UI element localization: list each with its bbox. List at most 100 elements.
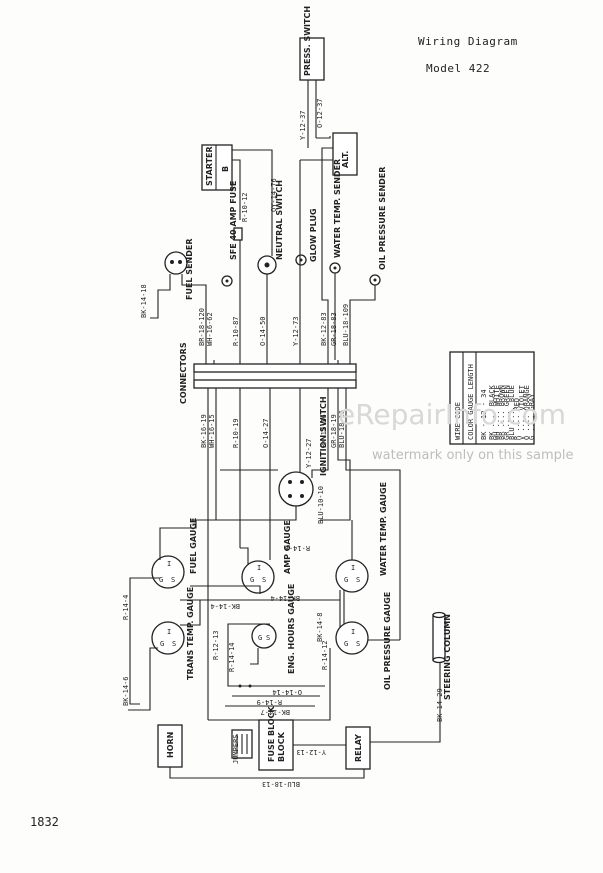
wire-label: BK-14-6 [122, 676, 130, 706]
wire-code-entry: GR .... GREEN [503, 385, 511, 440]
wire-code-subtitle: COLOR GAUGE LENGTH [467, 364, 475, 440]
amp-gauge-label: AMP GAUGE [283, 520, 292, 574]
wire-code-entry: R .... RED [513, 398, 521, 440]
watermark-note: watermark only on this sample [372, 448, 574, 463]
wire-label: BK-14-29 [436, 688, 444, 722]
page-number: 1832 [30, 815, 59, 829]
wire-code-entry: BK .... BLACK [488, 384, 496, 440]
alt-label: ALT. [341, 151, 350, 168]
wire-code-entry: V .... VIOLET [518, 384, 526, 440]
wire-label: Y-12-13 [296, 748, 326, 756]
wire-label: R-14-14 [228, 642, 236, 672]
wire-label-top: R-10-87 [232, 316, 240, 346]
fuel-gauge-label: FUEL GAUGE [189, 518, 198, 574]
eng-hours-gauge-label: ENG. HOURS GAUGE [287, 584, 296, 674]
steering-column-label: STEERING COLUMN [443, 614, 452, 700]
fuel-sender-label: FUEL SENDER [185, 239, 194, 301]
svg-text:S: S [356, 576, 360, 584]
svg-text:S: S [356, 640, 360, 648]
press-switch-label: PRESS. SWITCH [303, 6, 312, 76]
jumpers: JUMPERS [231, 729, 253, 764]
svg-text:BLOCK: BLOCK [277, 731, 286, 762]
wire-code-entry: WH .... WHITE [493, 385, 501, 440]
starter: STARTER B [201, 144, 233, 191]
wire-label: BK-14-4 [270, 594, 300, 602]
svg-text:S: S [172, 640, 176, 648]
wire-label: BK-14-7 [260, 708, 290, 716]
trans-temp-gauge-symbol [151, 621, 185, 655]
svg-text:G: G [344, 576, 348, 584]
wire-label-bottom: BLU-18-16 [338, 410, 346, 448]
starter-label: STARTER [205, 146, 214, 186]
relay: RELAY [345, 726, 371, 770]
fuse-block-label: FUSE BLOCK [267, 705, 276, 762]
wire-code-title: WIRE CODE [454, 402, 462, 440]
starter-terminal: B [221, 166, 230, 172]
ignition-switch-label: IGNITION SWITCH [319, 396, 328, 476]
svg-text:G: G [159, 576, 163, 584]
connectors-block: CONNECTORS [179, 342, 357, 404]
steering-column: STEERING COLUMN [432, 611, 452, 700]
water-temp-sender-label: WATER TEMP. SENDER [333, 159, 342, 258]
wire-label: R-12-13 [212, 630, 220, 660]
svg-text:I: I [167, 628, 171, 636]
wire-label-top: BLU-18-109 [342, 304, 350, 346]
alternator: ALT. [332, 132, 358, 176]
wire-label: BK-14-4 [210, 602, 240, 610]
wire-label-top: O-14-50 [259, 316, 267, 346]
wire-code-example: BK - 12 - 34 [480, 389, 488, 440]
model-label: Model 422 [426, 62, 491, 75]
fuel-sender-symbol [164, 251, 188, 275]
wire-label-bottom: BK-12-26 [320, 414, 328, 448]
glow-plug-label: GLOW PLUG [309, 208, 318, 262]
svg-text:I: I [351, 628, 355, 636]
wire-label: R-14-4 [122, 595, 130, 620]
wire-label: BK-14-18 [140, 284, 148, 318]
wire-label: BLU-10-10 [317, 486, 325, 524]
fuse-block: FUSE BLOCK BLOCK [258, 705, 294, 771]
svg-text:G: G [344, 640, 348, 648]
wire-label: R-14-8 [285, 544, 310, 552]
trans-temp-gauge-label: TRANS TEMP. GAUGE [186, 587, 195, 680]
wire-label-top: BR-18-120 [198, 308, 206, 346]
diagram-title: Wiring Diagram [418, 35, 518, 48]
wire-label: Y-12-27 [305, 438, 313, 468]
watermark-brand: eRepairInfo.com [338, 398, 567, 431]
wire-code-entry: BLU .... BLUE [508, 385, 516, 440]
svg-text:I: I [351, 564, 355, 572]
svg-text:G: G [258, 634, 262, 642]
wire-label-bottom: O-14-27 [262, 418, 270, 448]
fuse-label: SFE 40 AMP FUSE [229, 181, 238, 260]
wire-label: O-14-14 [272, 688, 302, 696]
wire-label: Y-12-37 [299, 110, 307, 140]
wire-label: O-12-37 [316, 98, 324, 128]
neutral-switch-label: NEUTRAL SWITCH [275, 180, 284, 260]
amp-gauge-symbol [241, 560, 275, 594]
oil-pressure-gauge-label: OIL PRESSURE GAUGE [383, 592, 392, 690]
horn: HORN [157, 724, 183, 768]
wire-label-top: Y-12-73 [292, 316, 300, 346]
svg-text:G: G [160, 640, 164, 648]
ignition-switch-symbol [278, 471, 314, 507]
wire-label: OY-14-76 [270, 178, 278, 212]
wire-code-entry: O .... ORANGE [523, 385, 531, 440]
relay-label: RELAY [354, 734, 363, 762]
horn-label: HORN [166, 732, 175, 758]
eng-hours-gauge-symbol [251, 623, 277, 649]
wire-label-bottom: GR-18-19 [330, 414, 338, 448]
water-temp-gauge-label: WATER TEMP. GAUGE [379, 482, 388, 576]
svg-text:G: G [250, 576, 254, 584]
wire-label-top: WH-16-62 [206, 312, 214, 346]
wire-label: R-14-12 [321, 640, 329, 670]
wire-code-entry: G .... GRAY [528, 393, 536, 440]
svg-text:S: S [262, 576, 266, 584]
wire-label-bottom: WH-16-15 [208, 414, 216, 448]
connectors-label: CONNECTORS [179, 342, 188, 404]
svg-text:I: I [167, 560, 171, 568]
wire-label: BLU-18-13 [262, 780, 300, 788]
